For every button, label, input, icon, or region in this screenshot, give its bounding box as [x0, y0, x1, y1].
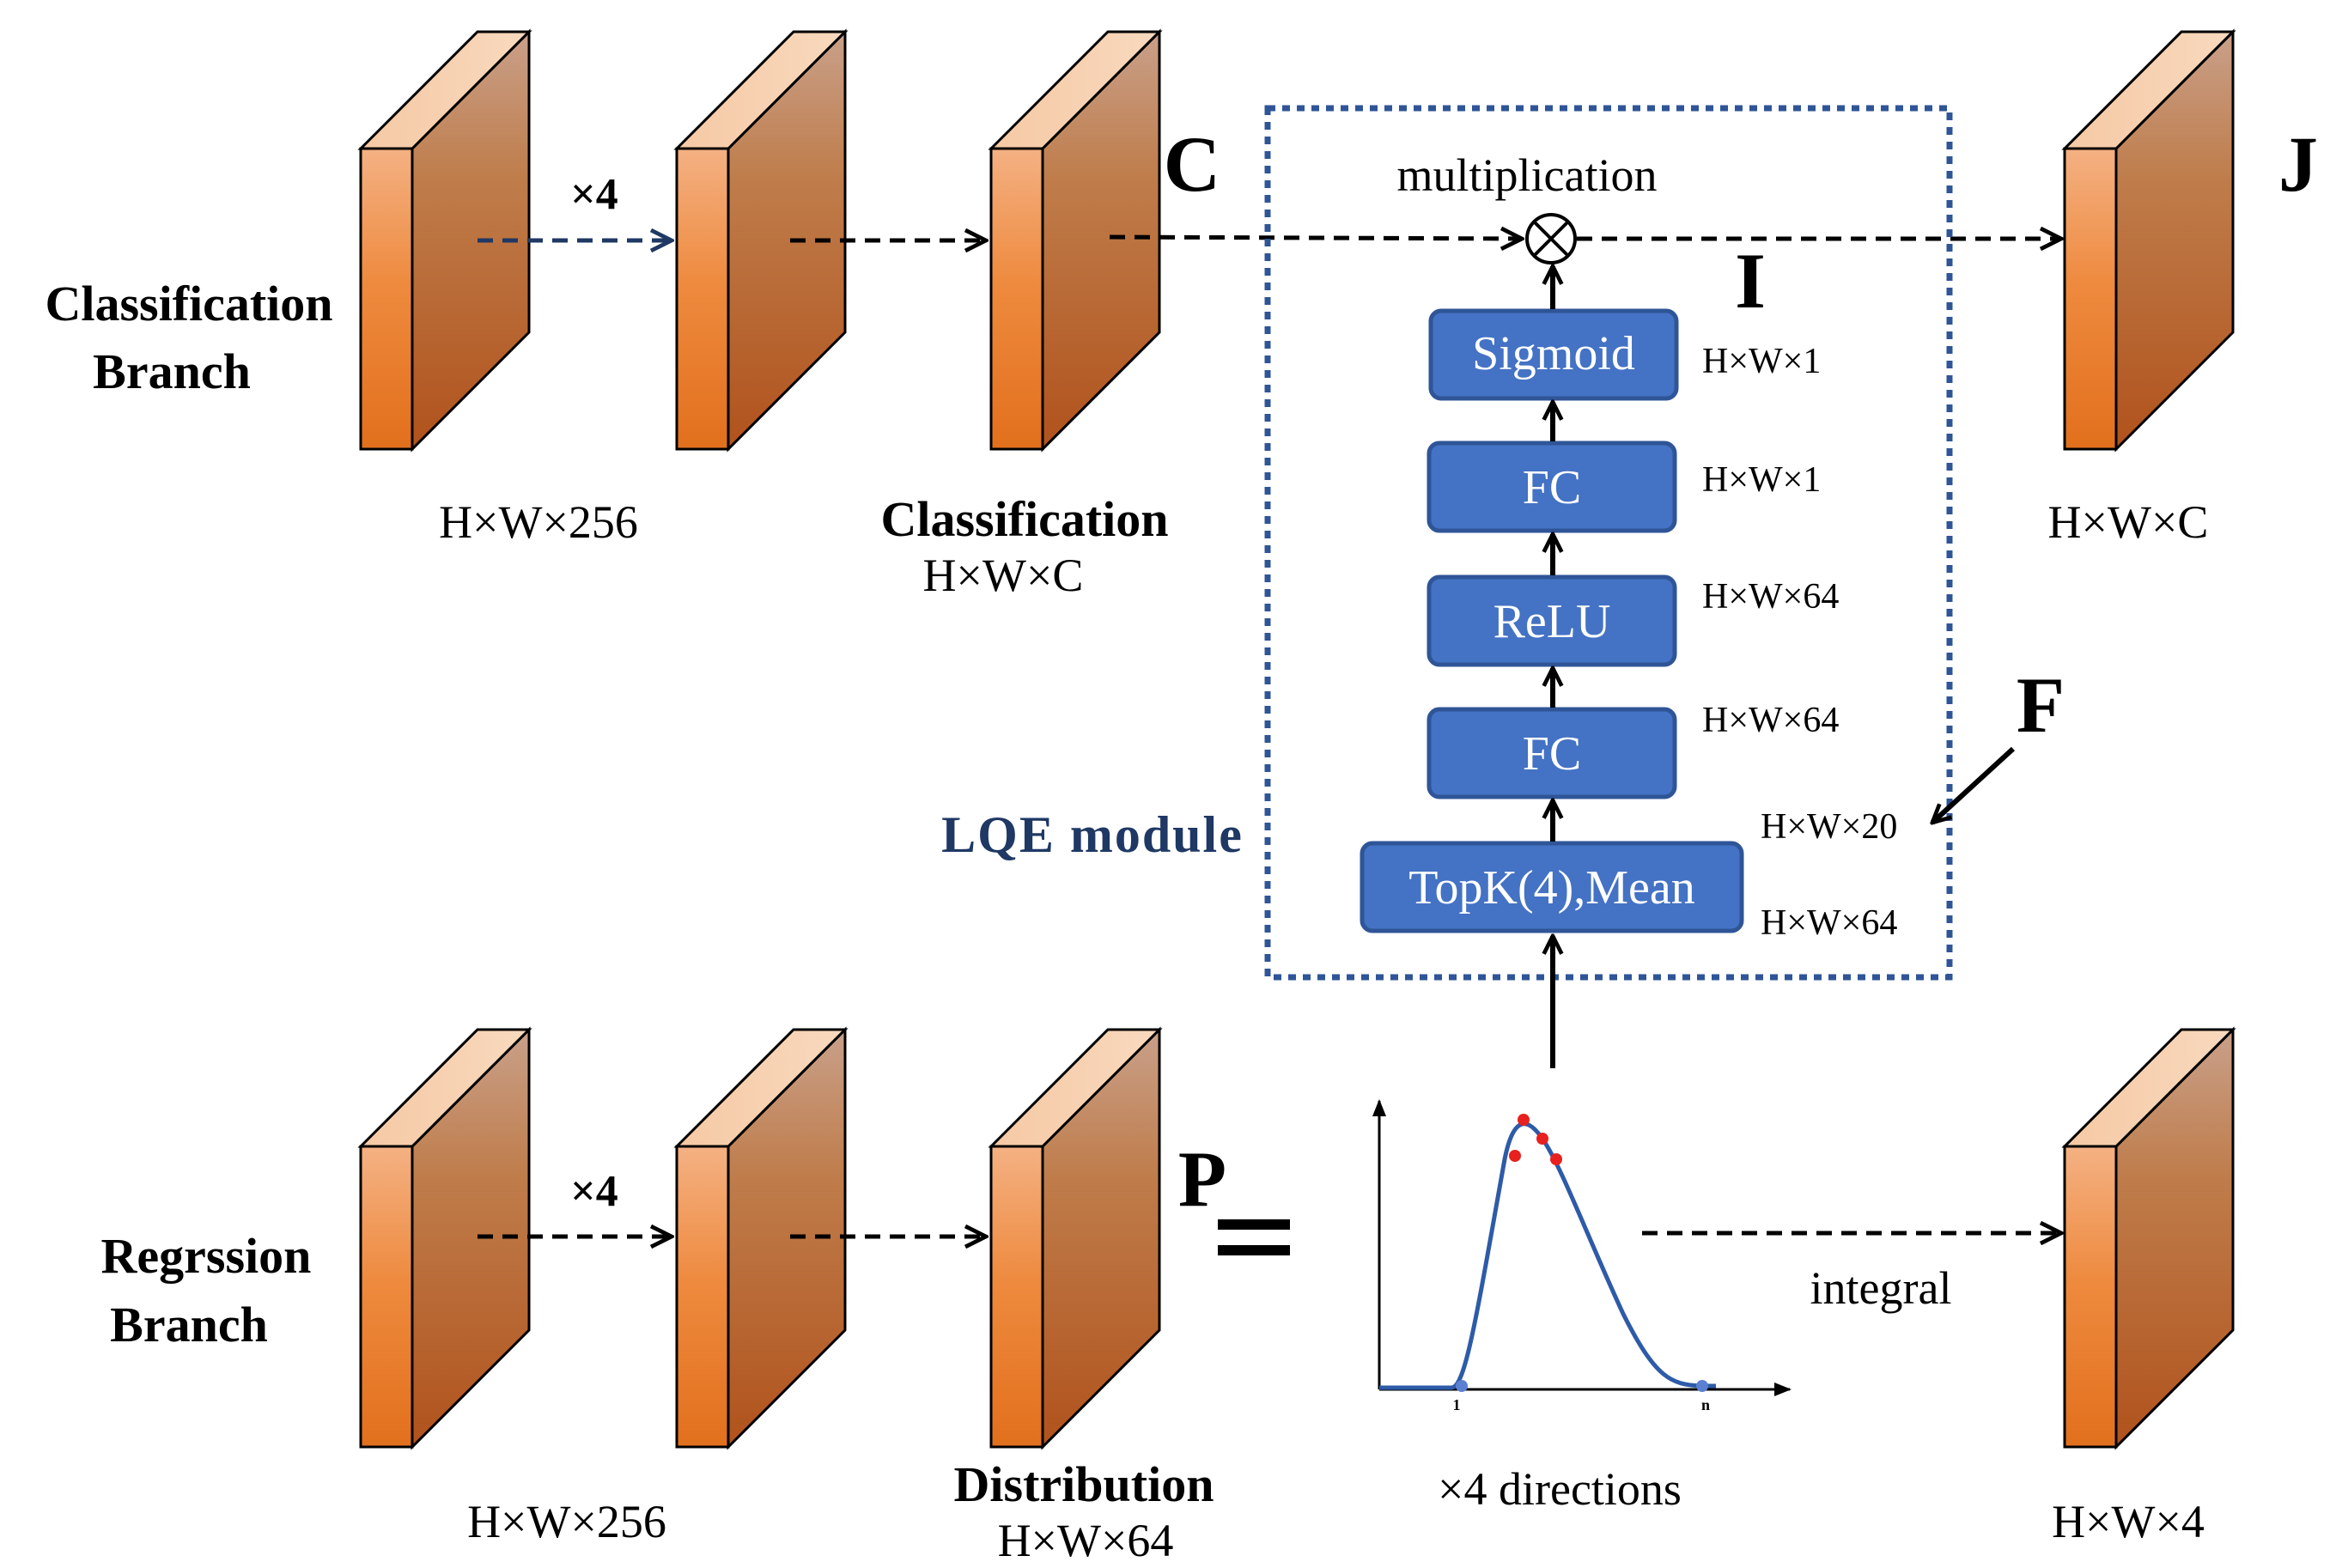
fc-top-dim: H×W×1: [1702, 460, 1821, 500]
regression-slab-1: [357, 1026, 532, 1450]
relu-block: ReLU: [1427, 574, 1677, 667]
topk-input-dim: H×W×20: [1761, 807, 1897, 847]
classification-branch-label-line1: Classification: [45, 276, 332, 331]
regression-repeat-label: ×4: [570, 1167, 618, 1216]
lqe-module-box: [1264, 105, 1953, 981]
C-to-multiplication-arrow: [1109, 237, 1522, 239]
sigmoid-label: Sigmoid: [1472, 327, 1635, 380]
classification-symbol-C: C: [1164, 120, 1220, 208]
multiplication-label: multiplication: [1397, 149, 1658, 201]
plot-tick-end: n: [1701, 1396, 1710, 1413]
regression-slab-output: [988, 1026, 1163, 1450]
regression-branch-label-line1: Regrssion: [101, 1228, 312, 1284]
classification-output-dim: H×W×C: [923, 550, 1084, 601]
output-symbol-J: J: [2278, 120, 2318, 208]
regression-output-final-dim: H×W×4: [2052, 1496, 2205, 1547]
directions-caption: ×4 directions: [1438, 1463, 1682, 1515]
regression-slab-final: [2061, 1026, 2236, 1450]
regression-symbol-P: P: [1178, 1135, 1226, 1223]
curve-endpoint-end: [1696, 1380, 1708, 1392]
feature-map-slabs: [357, 28, 2236, 1450]
classification-output-final-dim: H×W×C: [2048, 496, 2209, 548]
classification-first-dim: H×W×256: [439, 496, 638, 548]
equals-sign: [1218, 1219, 1290, 1255]
F-pointer-arrow: [1932, 746, 2016, 823]
relu-label: ReLU: [1493, 595, 1611, 648]
topk-output-dim: H×W×64: [1761, 903, 1897, 943]
fc-bottom-label: FC: [1523, 727, 1582, 781]
classification-branch-label-line2: Branch: [93, 343, 251, 399]
classification-output-title: Classification: [880, 491, 1168, 547]
integral-label: integral: [1810, 1262, 1952, 1314]
topk-label: TopK(4),Mean: [1408, 861, 1695, 915]
sigmoid-block: Sigmoid: [1428, 308, 1679, 401]
curve-endpoint-start: [1456, 1380, 1468, 1392]
regression-slab-2: [673, 1026, 849, 1450]
sigmoid-dim: H×W×1: [1702, 342, 1821, 381]
distribution-plot: 1 n: [1372, 1099, 1792, 1413]
classification-slab-1: [357, 28, 532, 453]
fc-bottom-dim: H×W×64: [1702, 701, 1839, 740]
topk-point: [1518, 1114, 1530, 1126]
lqe-module-label: LQE module: [941, 806, 1244, 863]
regression-output-dim: H×W×64: [998, 1515, 1174, 1566]
topk-point: [1536, 1133, 1548, 1145]
classification-slab-final: [2061, 28, 2236, 453]
fc-bottom-block: FC: [1427, 707, 1677, 799]
regression-first-dim: H×W×256: [467, 1496, 666, 1547]
symbol-I: I: [1735, 237, 1766, 325]
topk-point: [1509, 1150, 1521, 1162]
relu-dim: H×W×64: [1702, 577, 1839, 617]
topk-block: TopK(4),Mean: [1360, 841, 1744, 933]
fc-top-label: FC: [1523, 461, 1582, 514]
multiplication-operator: [1525, 213, 1577, 264]
classification-slab-2: [673, 28, 849, 453]
classification-slab-output: [988, 28, 1163, 453]
regression-output-title: Distribution: [954, 1456, 1214, 1512]
classification-repeat-label: ×4: [570, 170, 618, 219]
symbol-F: F: [2017, 661, 2065, 749]
fc-top-block: FC: [1427, 441, 1677, 533]
plot-tick-start: 1: [1453, 1396, 1461, 1413]
regression-branch-label-line2: Branch: [110, 1297, 268, 1352]
topk-point: [1550, 1153, 1562, 1165]
distribution-curve: [1379, 1121, 1716, 1390]
